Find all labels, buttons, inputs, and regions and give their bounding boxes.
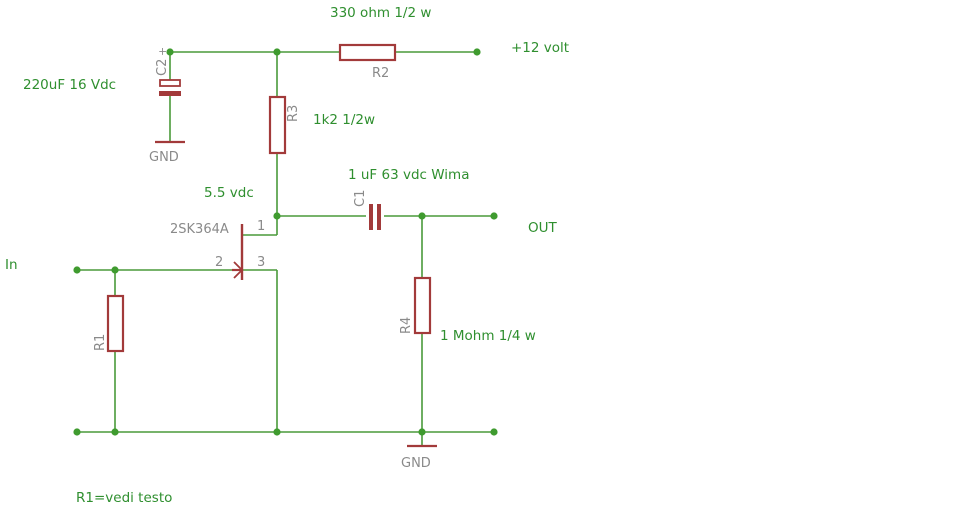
- c2-name-label: C2: [155, 59, 170, 76]
- jfet-name-label: 2SK364A: [170, 222, 229, 237]
- c2-value-label: 220uF 16 Vdc: [23, 77, 116, 93]
- junction-dots: [73, 48, 498, 436]
- drain-voltage-label: 5.5 vdc: [204, 185, 254, 201]
- capacitor-c1: [369, 204, 381, 230]
- r4-name-label: R4: [399, 317, 414, 334]
- capacitor-c2: [159, 79, 181, 96]
- r1-name-label: R1: [93, 334, 108, 351]
- resistor-r2: [338, 43, 397, 62]
- pin1-label: 1: [257, 219, 265, 234]
- jfet-transistor: [232, 224, 244, 280]
- pin3-label: 3: [257, 255, 265, 270]
- c1-value-label: 1 uF 63 vdc Wima: [348, 167, 469, 183]
- supply-label: +12 volt: [511, 40, 569, 56]
- pin2-label: 2: [215, 255, 223, 270]
- out-label: OUT: [528, 220, 558, 236]
- c2-plus-label: +: [156, 47, 169, 56]
- r4-value-label: 1 Mohm 1/4 w: [440, 328, 536, 344]
- wires: [77, 51, 494, 446]
- resistor-r3: [268, 95, 287, 155]
- r3-value-label: 1k2 1/2w: [313, 112, 375, 128]
- in-label: In: [5, 257, 18, 273]
- r2-name-label: R2: [372, 66, 389, 81]
- gnd-label-bottom: GND: [401, 456, 431, 471]
- note-label: R1=vedi testo: [76, 490, 172, 506]
- resistor-r4: [413, 276, 432, 335]
- gnd-label-top: GND: [149, 150, 179, 165]
- resistor-r1: [106, 294, 125, 353]
- r2-value-label: 330 ohm 1/2 w: [330, 5, 431, 21]
- c1-name-label: C1: [353, 190, 368, 207]
- r3-name-label: R3: [286, 105, 301, 122]
